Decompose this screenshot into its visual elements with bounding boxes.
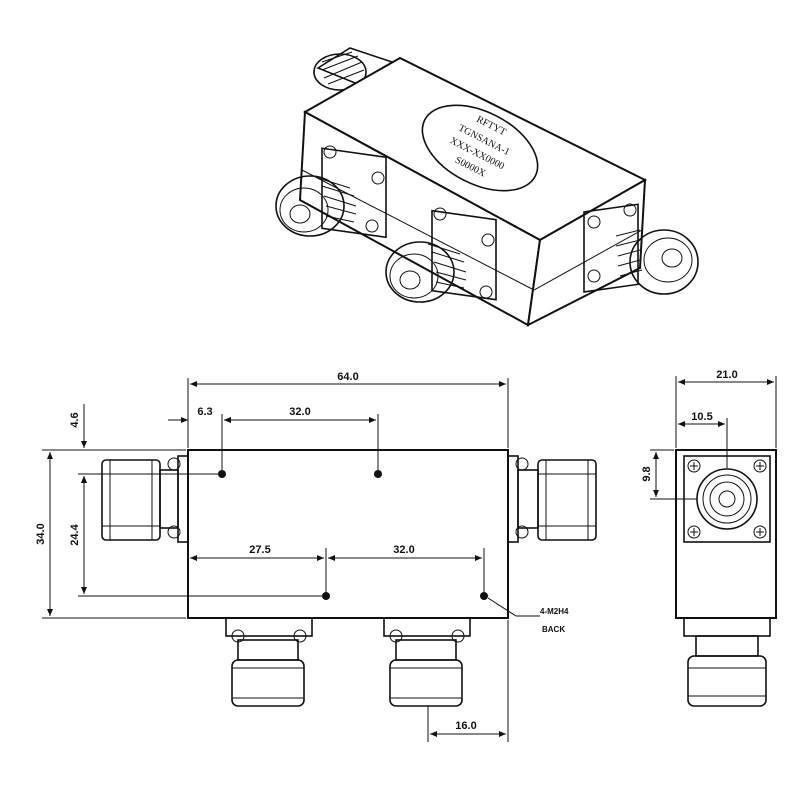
- mounting-hole-4: [480, 592, 488, 600]
- dim-hole-top: 6.3 32.0: [168, 406, 379, 470]
- iso-connector-middle: [385, 207, 497, 303]
- dim-port-center-x: 10.5: [678, 411, 728, 468]
- isometric-view: RFTYT TGNSANA-1 XXX-XX0000 S0000X: [275, 47, 699, 327]
- front-connector-left: [101, 455, 189, 543]
- dim-port-center-y-text: 9.8: [641, 466, 653, 481]
- iso-connector-left: [275, 145, 387, 239]
- dim-height-total: 34.0: [35, 449, 186, 619]
- dim-height-b-text: 4.6: [69, 412, 81, 427]
- front-view-body: [187, 449, 509, 619]
- hole-note: 4-M2H4 BACK: [487, 597, 569, 634]
- dim-height-a-text: 24.4: [69, 523, 81, 545]
- iso-connector-right: [583, 203, 699, 295]
- dim-hole-offset-text: 6.3: [197, 406, 212, 418]
- iso-box-right: [526, 178, 647, 327]
- dim-port-center-x-text: 10.5: [691, 411, 712, 423]
- front-connector-bottom-1: [225, 617, 313, 707]
- front-connector-bottom-2: [383, 617, 471, 707]
- side-port-center: [718, 490, 736, 508]
- dim-height-total-text: 34.0: [35, 523, 47, 544]
- dim-height-b: 4.6: [69, 404, 87, 498]
- dim-overall-length-text: 64.0: [337, 371, 358, 383]
- hole-note-line2: BACK: [542, 625, 565, 634]
- side-view: 21.0 10.5 9.8: [641, 369, 777, 707]
- dim-hole-pitch-top-text: 32.0: [289, 406, 310, 418]
- product-label: RFTYT TGNSANA-1 XXX-XX0000 S0000X: [421, 104, 539, 192]
- mounting-hole-1: [218, 470, 226, 478]
- front-connector-right: [507, 455, 597, 543]
- dim-width-text: 21.0: [716, 369, 737, 381]
- mounting-hole-3: [322, 592, 330, 600]
- front-view: 64.0 6.3 32.0 27.5 32.0 34.0: [35, 371, 597, 742]
- dim-port-spacing: 16.0: [427, 620, 509, 742]
- dim-width: 21.0: [675, 369, 777, 448]
- mounting-hole-2: [374, 470, 382, 478]
- dim-port-spacing-text: 16.0: [455, 720, 476, 732]
- hole-note-line1: 4-M2H4: [540, 607, 569, 616]
- dim-hole-offset-bottom-text: 27.5: [249, 544, 270, 556]
- dim-hole-bottom: 27.5 32.0: [190, 544, 485, 592]
- dim-hole-pitch-bottom-text: 32.0: [393, 544, 414, 556]
- dim-overall-length: 64.0: [187, 371, 509, 448]
- side-view-body: [675, 449, 777, 619]
- dim-port-center-y: 9.8: [641, 449, 697, 500]
